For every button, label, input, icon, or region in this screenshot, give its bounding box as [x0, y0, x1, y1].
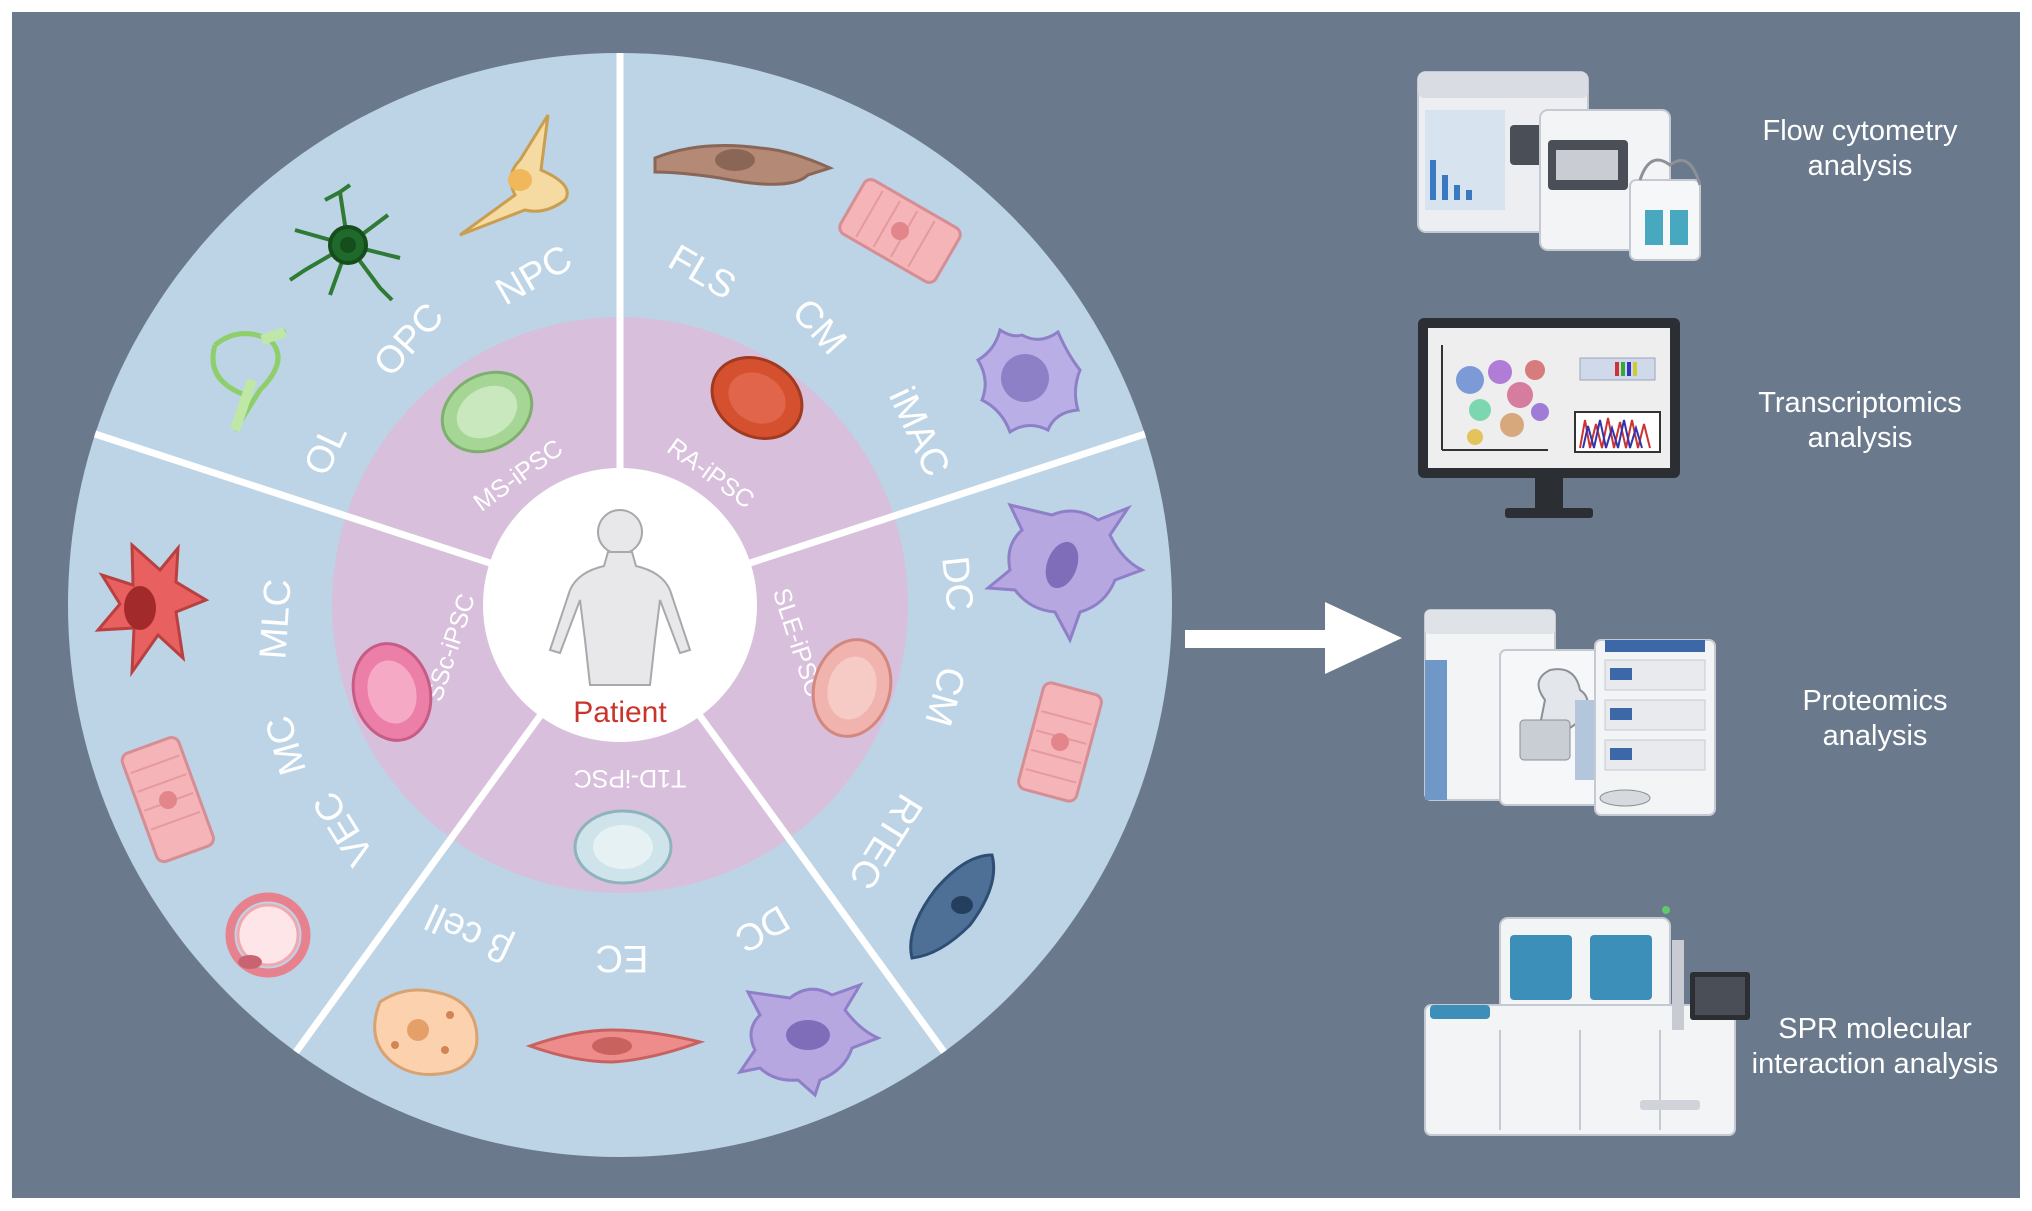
flow-cytometer-icon	[1417, 71, 1702, 261]
beta-cell-icon	[373, 988, 479, 1076]
spr-label: SPR molecular interaction analysis	[1751, 1013, 1999, 1080]
divider-line	[697, 713, 947, 1055]
patient-label: Patient	[573, 696, 667, 729]
t1d-ipsc-cell-icon	[573, 809, 673, 885]
flow-cytometry-label: Flow cytometry analysis	[1762, 115, 1958, 182]
t1d-ipsc-label: T1D-iPSC	[574, 764, 687, 792]
proteomics-label: Proteomics analysis	[1802, 685, 1948, 752]
divider-line	[748, 430, 1147, 567]
ra-ipsc-cell-icon	[710, 356, 804, 440]
monitor-icon	[1418, 318, 1680, 518]
transcriptomics-label: Transcriptomics analysis	[1758, 387, 1962, 454]
vec-cell-icon	[225, 892, 311, 978]
ms-ipsc-cell-icon	[440, 370, 534, 454]
ssc-ipsc-cell-icon	[351, 642, 433, 742]
sle-ipsc-cell-icon	[811, 638, 893, 738]
cm-cell-icon-right	[1017, 681, 1103, 803]
ol-cell-icon	[210, 327, 287, 432]
ec-label: EC	[596, 937, 649, 979]
segment-dividers	[93, 53, 1147, 1055]
rtec-cell-icon	[909, 853, 996, 960]
npc-cell-icon	[459, 114, 569, 237]
mlc-label: MLC	[252, 578, 299, 661]
patient-silhouette-icon	[548, 509, 692, 686]
divider-line	[293, 713, 543, 1055]
mass-spectrometer-icon	[1424, 609, 1716, 816]
cm-cell-icon-top	[838, 178, 962, 284]
ec-cell-icon	[525, 1028, 706, 1064]
arrow-icon	[1185, 602, 1402, 674]
mc-cell-icon	[120, 735, 215, 864]
imac-cell-icon	[975, 327, 1082, 435]
mlc-cell-icon	[94, 541, 210, 678]
fls-cell-icon	[653, 144, 835, 186]
dc-cell-icon-bottom	[736, 982, 882, 1098]
divider-line	[93, 430, 492, 567]
opc-cell-icon	[288, 183, 401, 302]
dc-label-right: DC	[933, 554, 981, 613]
spr-instrument-icon	[1424, 906, 1750, 1136]
dc-cell-icon-right	[984, 502, 1146, 644]
